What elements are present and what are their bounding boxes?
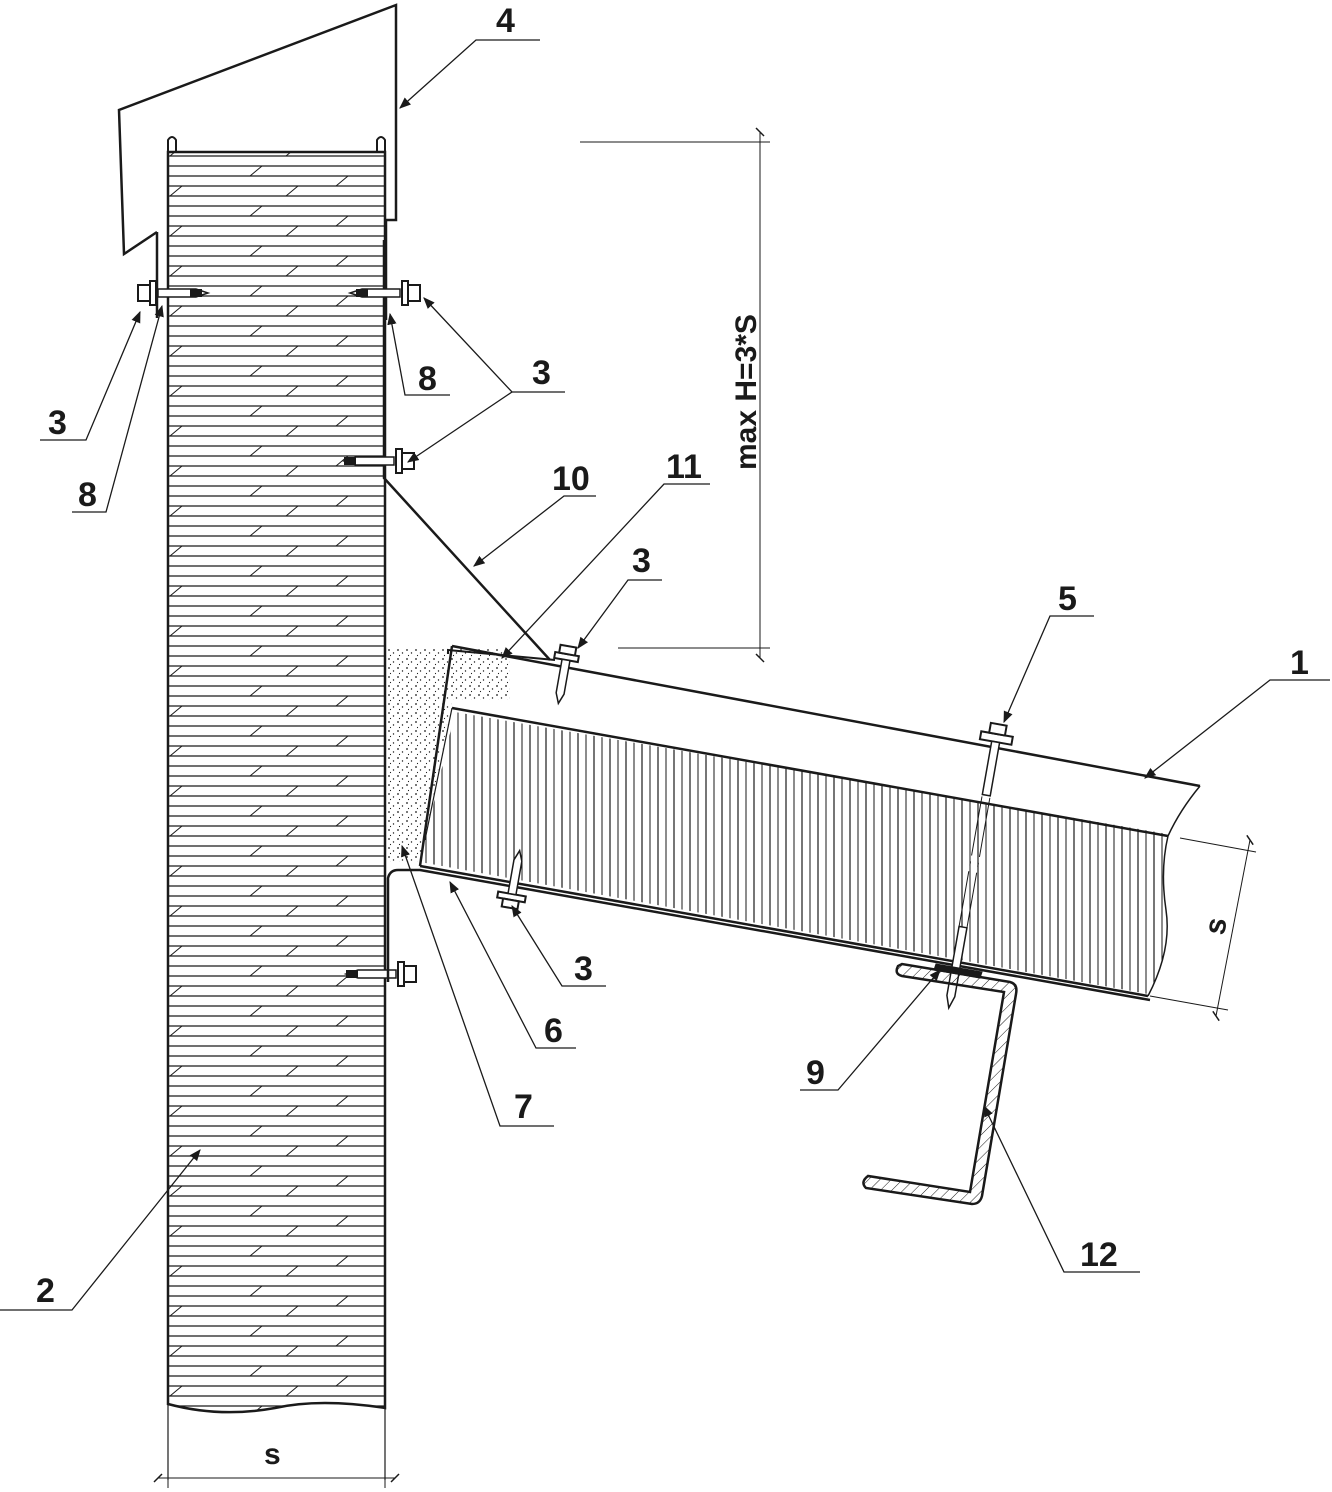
callout-11: 11 (666, 448, 702, 486)
callout-5: 5 (1058, 580, 1077, 618)
callout-10: 10 (552, 460, 590, 498)
roof-thickness-label: s (1198, 915, 1233, 937)
height-dimension (580, 127, 770, 663)
callout-8-top-left: 8 (78, 476, 97, 514)
wall-thickness-dimension (153, 1404, 400, 1488)
callout-1: 1 (1290, 644, 1309, 682)
max-height-label: max H=3*S (730, 314, 763, 470)
callout-4: 4 (496, 2, 515, 40)
callout-9: 9 (806, 1054, 825, 1092)
callout-12: 12 (1080, 1236, 1118, 1274)
apron-flashing (382, 240, 551, 661)
junction-flashings (386, 648, 1151, 1002)
callout-labels: 1 2 3 8 8 3 4 10 11 3 5 3 6 7 9 12 (36, 2, 1309, 1310)
callout-3-top-right: 3 (532, 354, 551, 392)
callout-2: 2 (36, 1272, 55, 1310)
callout-3-lower-mid: 3 (574, 950, 593, 988)
callout-3-upper-mid: 3 (632, 542, 651, 580)
callout-7: 7 (514, 1088, 533, 1126)
wall-thickness-label: s (264, 1438, 281, 1471)
steel-angle-purlin (862, 962, 1018, 1206)
wall-sandwich-panel (166, 136, 387, 1480)
mineral-wool-fill (386, 648, 510, 862)
sealing-tape (933, 963, 983, 979)
roof-thickness-dimension (1149, 834, 1257, 1022)
callout-leaders (0, 39, 1330, 1311)
roof-sandwich-panel (418, 644, 1201, 998)
callout-3-top-left: 3 (48, 404, 67, 442)
callout-6: 6 (544, 1012, 563, 1050)
callout-8-top-right: 8 (418, 360, 437, 398)
